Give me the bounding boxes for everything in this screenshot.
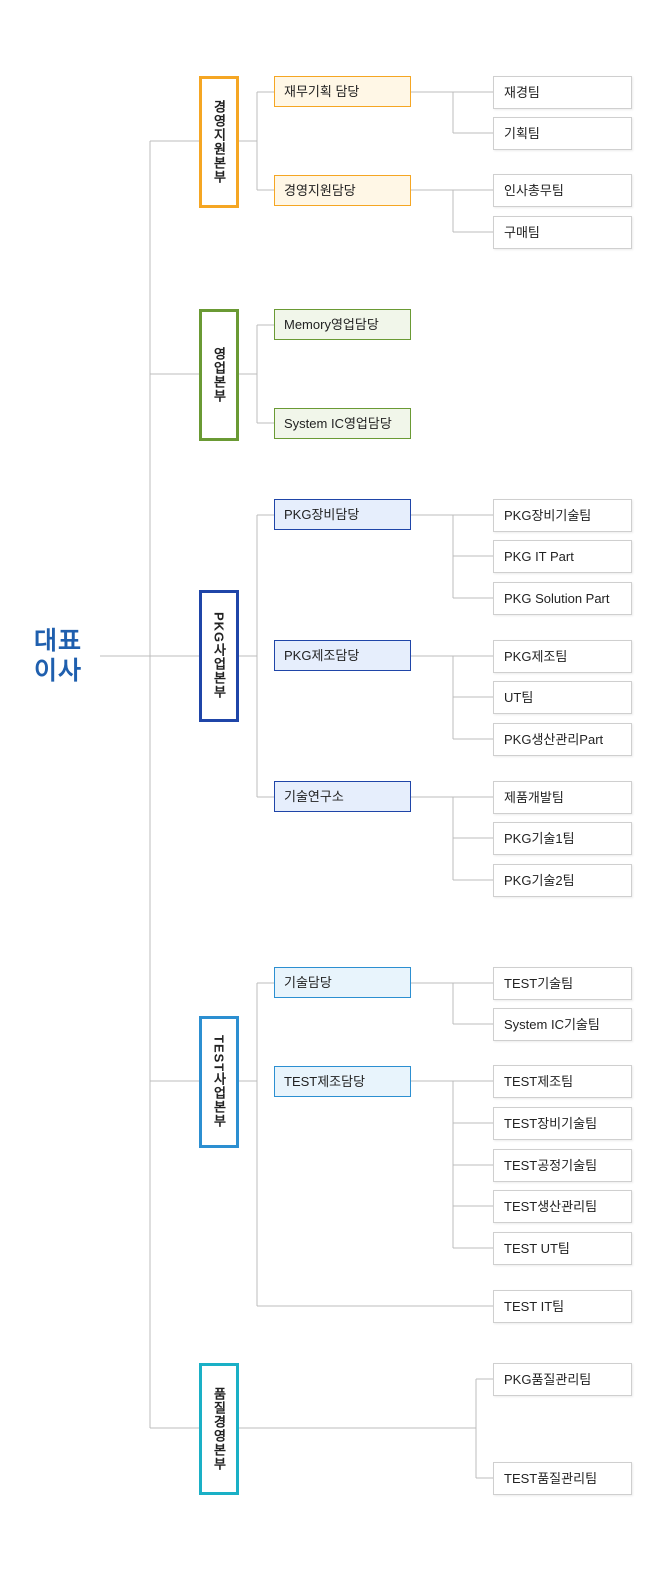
- division-pkg[interactable]: PKG사업본부: [199, 590, 239, 722]
- division-name: 품질경영본부: [211, 1387, 227, 1471]
- team-item[interactable]: 재경팀: [493, 76, 632, 109]
- division-sales[interactable]: 영업본부: [199, 309, 239, 441]
- dept-system-ic-sales[interactable]: System IC영업담당: [274, 408, 411, 439]
- team-item[interactable]: TEST공정기술팀: [493, 1149, 632, 1182]
- division-name: TEST사업본부: [211, 1035, 227, 1129]
- team-item[interactable]: TEST제조팀: [493, 1065, 632, 1098]
- dept-test-manufacturing[interactable]: TEST제조담당: [274, 1066, 411, 1097]
- dept-rnd-center[interactable]: 기술연구소: [274, 781, 411, 812]
- dept-management-support[interactable]: 경영지원담당: [274, 175, 411, 206]
- team-item[interactable]: UT팀: [493, 681, 632, 714]
- team-item[interactable]: PKG기술2팀: [493, 864, 632, 897]
- division-name: 영업본부: [211, 347, 227, 403]
- team-item[interactable]: PKG장비기술팀: [493, 499, 632, 532]
- ceo-label-line1: 대표: [33, 627, 82, 655]
- division-name: 경영지원본부: [211, 100, 227, 184]
- ceo-label: 대표 이사: [28, 626, 88, 686]
- team-item[interactable]: PKG Solution Part: [493, 582, 632, 615]
- dept-pkg-manufacturing[interactable]: PKG제조담당: [274, 640, 411, 671]
- team-item[interactable]: PKG IT Part: [493, 540, 632, 573]
- team-item[interactable]: 제품개발팀: [493, 781, 632, 814]
- division-name: PKG사업본부: [211, 612, 227, 700]
- team-item[interactable]: TEST장비기술팀: [493, 1107, 632, 1140]
- dept-technology[interactable]: 기술담당: [274, 967, 411, 998]
- division-qa[interactable]: 품질경영본부: [199, 1363, 239, 1495]
- team-item[interactable]: 인사총무팀: [493, 174, 632, 207]
- team-item[interactable]: TEST IT팀: [493, 1290, 632, 1323]
- team-item[interactable]: TEST기술팀: [493, 967, 632, 1000]
- dept-memory-sales[interactable]: Memory영업담당: [274, 309, 411, 340]
- team-item[interactable]: TEST품질관리팀: [493, 1462, 632, 1495]
- team-item[interactable]: PKG생산관리Part: [493, 723, 632, 756]
- team-item[interactable]: TEST UT팀: [493, 1232, 632, 1265]
- team-item[interactable]: 기획팀: [493, 117, 632, 150]
- dept-finance-planning[interactable]: 재무기획 담당: [274, 76, 411, 107]
- team-item[interactable]: TEST생산관리팀: [493, 1190, 632, 1223]
- ceo-label-line2: 이사: [33, 657, 82, 685]
- team-item[interactable]: System IC기술팀: [493, 1008, 632, 1041]
- division-test[interactable]: TEST사업본부: [199, 1016, 239, 1148]
- division-mgmt-support[interactable]: 경영지원본부: [199, 76, 239, 208]
- team-item[interactable]: PKG품질관리팀: [493, 1363, 632, 1396]
- team-item[interactable]: PKG제조팀: [493, 640, 632, 673]
- team-item[interactable]: PKG기술1팀: [493, 822, 632, 855]
- dept-pkg-equipment[interactable]: PKG장비담당: [274, 499, 411, 530]
- team-item[interactable]: 구매팀: [493, 216, 632, 249]
